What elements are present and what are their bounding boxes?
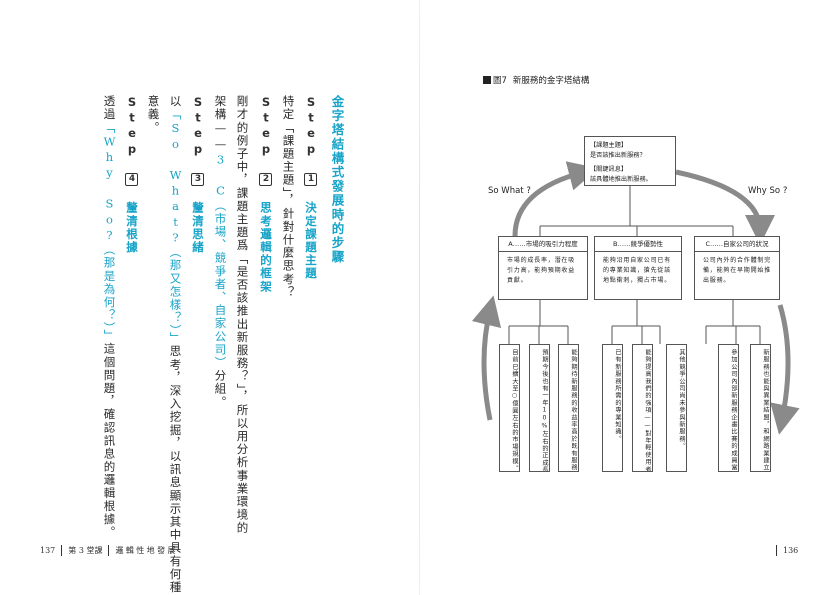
col5-before: 架構—— <box>213 95 228 153</box>
key-message-box: 【課題主題】 是否該推出新服務？ 【關鍵訊息】 該具體地推出新服務。 <box>584 136 676 186</box>
body-text-col2: 特定「課題主題」，針對什麼思考？ <box>281 95 296 299</box>
category-c-box: C……自家公司的狀況 公司內外的合作體制完備，能夠在早期開始推出服務。 <box>694 236 780 300</box>
figure-caption: 新服務的金字塔結構 <box>512 76 590 86</box>
category-c-head: C……自家公司的狀況 <box>695 237 779 252</box>
step2-number: 2 <box>259 173 272 187</box>
body-text-col7: 以「So What?（那又怎樣？）」思考，深入挖掘，以訊息顯示其中具有何種 <box>168 95 183 594</box>
page-number-left: 137 <box>40 546 56 555</box>
message-label: 【關鍵訊息】 <box>590 166 628 173</box>
message-text: 該具體地推出新服務。 <box>590 175 652 183</box>
section-heading: 金字塔結構式發展時的步驟 <box>329 95 345 265</box>
figure-title: 圖7 新服務的金字塔結構 <box>483 74 589 86</box>
why-so-arrow <box>675 169 775 245</box>
step1-line: Step 1 決定課題主題 <box>304 95 318 281</box>
category-a-head: A……市場的吸引力程度 <box>499 237 587 252</box>
body-text-col8: 意義。 <box>146 95 161 135</box>
step3-number: 3 <box>191 173 204 187</box>
lesson-label: 第 3 堂課 <box>68 546 103 555</box>
figure-square-icon <box>483 76 491 84</box>
leaf-box: 其他競爭公司尚未參與新服務。 <box>666 344 687 472</box>
category-a-body: 市場的成長率，潛在吸引力高，能夠預期收益貢獻。 <box>507 257 576 284</box>
step4-number: 4 <box>125 173 138 187</box>
col10-after: 這個問題，確認訊息的邏輯根據。 <box>102 342 117 540</box>
category-a-box: A……市場的吸引力程度 市場的成長率，潛在吸引力高，能夠預期收益貢獻。 <box>498 236 588 300</box>
step1-title: 決定課題主題 <box>304 201 318 281</box>
leaf-box: 能夠期待新服務的收益率高於既有服務。 <box>558 344 579 472</box>
leaf-box: 參加公司內部新服務企畫比賽的成員當中，優秀的人才湧現。 <box>718 344 739 472</box>
right-loop-arrow <box>770 304 800 435</box>
leaf-box: 已有新服務所需的專業知識。 <box>602 344 623 472</box>
leaf-box: 新服務也能與異業結盟，和網路業建立合作。 <box>750 344 771 472</box>
footer-divider <box>108 545 110 556</box>
body-text-col4: 剛才的例子中，課題主題爲「是否該推出新服務？」，所以用分析事業環境的 <box>235 95 250 535</box>
category-c-body: 公司內外的合作體制完備，能夠在早期開始推出服務。 <box>703 257 772 284</box>
step1-label: Step <box>304 95 318 158</box>
so-what-arrow <box>512 161 599 237</box>
page-number-right: 136 <box>783 546 799 555</box>
col10-before: 透過 <box>102 95 117 122</box>
step2-label: Step <box>259 95 273 158</box>
step1-number: 1 <box>304 173 317 187</box>
step3-line: Step 3 釐清思緒 <box>191 95 205 255</box>
footer-right: 136 <box>770 545 798 556</box>
topic-text: 是否該推出新服務？ <box>590 151 646 159</box>
category-b-box: B……競爭優勢性 能夠沿用自家公司已有的專業知識，搶先從該地點衝刺，獨占市場。 <box>594 236 682 300</box>
footer-divider <box>61 545 63 556</box>
col5-after: 分組。 <box>213 369 228 409</box>
leaf-box: 預期今後也有一年10%左右的正成長。 <box>529 344 550 472</box>
so-what-label: So What ? <box>488 186 531 196</box>
footer-divider <box>776 545 777 556</box>
col7-highlight: 「So What?（那又怎樣？）」 <box>168 108 183 346</box>
book-gutter <box>419 0 420 595</box>
category-b-body: 能夠沿用自家公司已有的專業知識，搶先從該地點衝刺，獨占市場。 <box>603 257 672 284</box>
step2-title: 思考邏輯的框架 <box>259 201 273 294</box>
col7-after: 思考，深入挖掘，以訊息顯示其中具有何種 <box>168 345 183 594</box>
leaf-box: 目前已擴大至○億圓左右的市場規模。 <box>499 344 520 472</box>
leaf-box: 能夠提高我們的強項——對年輕使用者的影響力。 <box>632 344 653 472</box>
col10-highlight: 「Why So?（那是為何？）」 <box>102 121 117 343</box>
step4-line: Step 4 釐清根據 <box>125 95 139 255</box>
col5-highlight: 3 C（市場、競爭者、自家公司） <box>213 152 228 370</box>
chapter-title: 邏輯性地發展 <box>115 546 178 555</box>
footer-left: 137 第 3 堂課 邏輯性地發展 <box>40 545 178 556</box>
topic-label: 【課題主題】 <box>590 142 628 149</box>
left-loop-arrow <box>471 295 502 421</box>
step4-title: 釐清根據 <box>125 201 139 255</box>
step4-label: Step <box>125 95 139 158</box>
step3-label: Step <box>191 95 205 158</box>
category-b-head: B……競爭優勢性 <box>595 237 681 252</box>
col7-before: 以 <box>168 95 183 109</box>
body-text-col5: 架構——3 C（市場、競爭者、自家公司）分組。 <box>213 95 228 409</box>
step3-title: 釐清思緒 <box>191 201 205 255</box>
figure-number: 圖7 <box>493 76 507 86</box>
step2-line: Step 2 思考邏輯的框架 <box>259 95 273 294</box>
why-so-label: Why So ? <box>748 186 788 196</box>
body-text-col10: 透過「Why So?（那是為何？）」這個問題，確認訊息的邏輯根據。 <box>102 95 117 540</box>
